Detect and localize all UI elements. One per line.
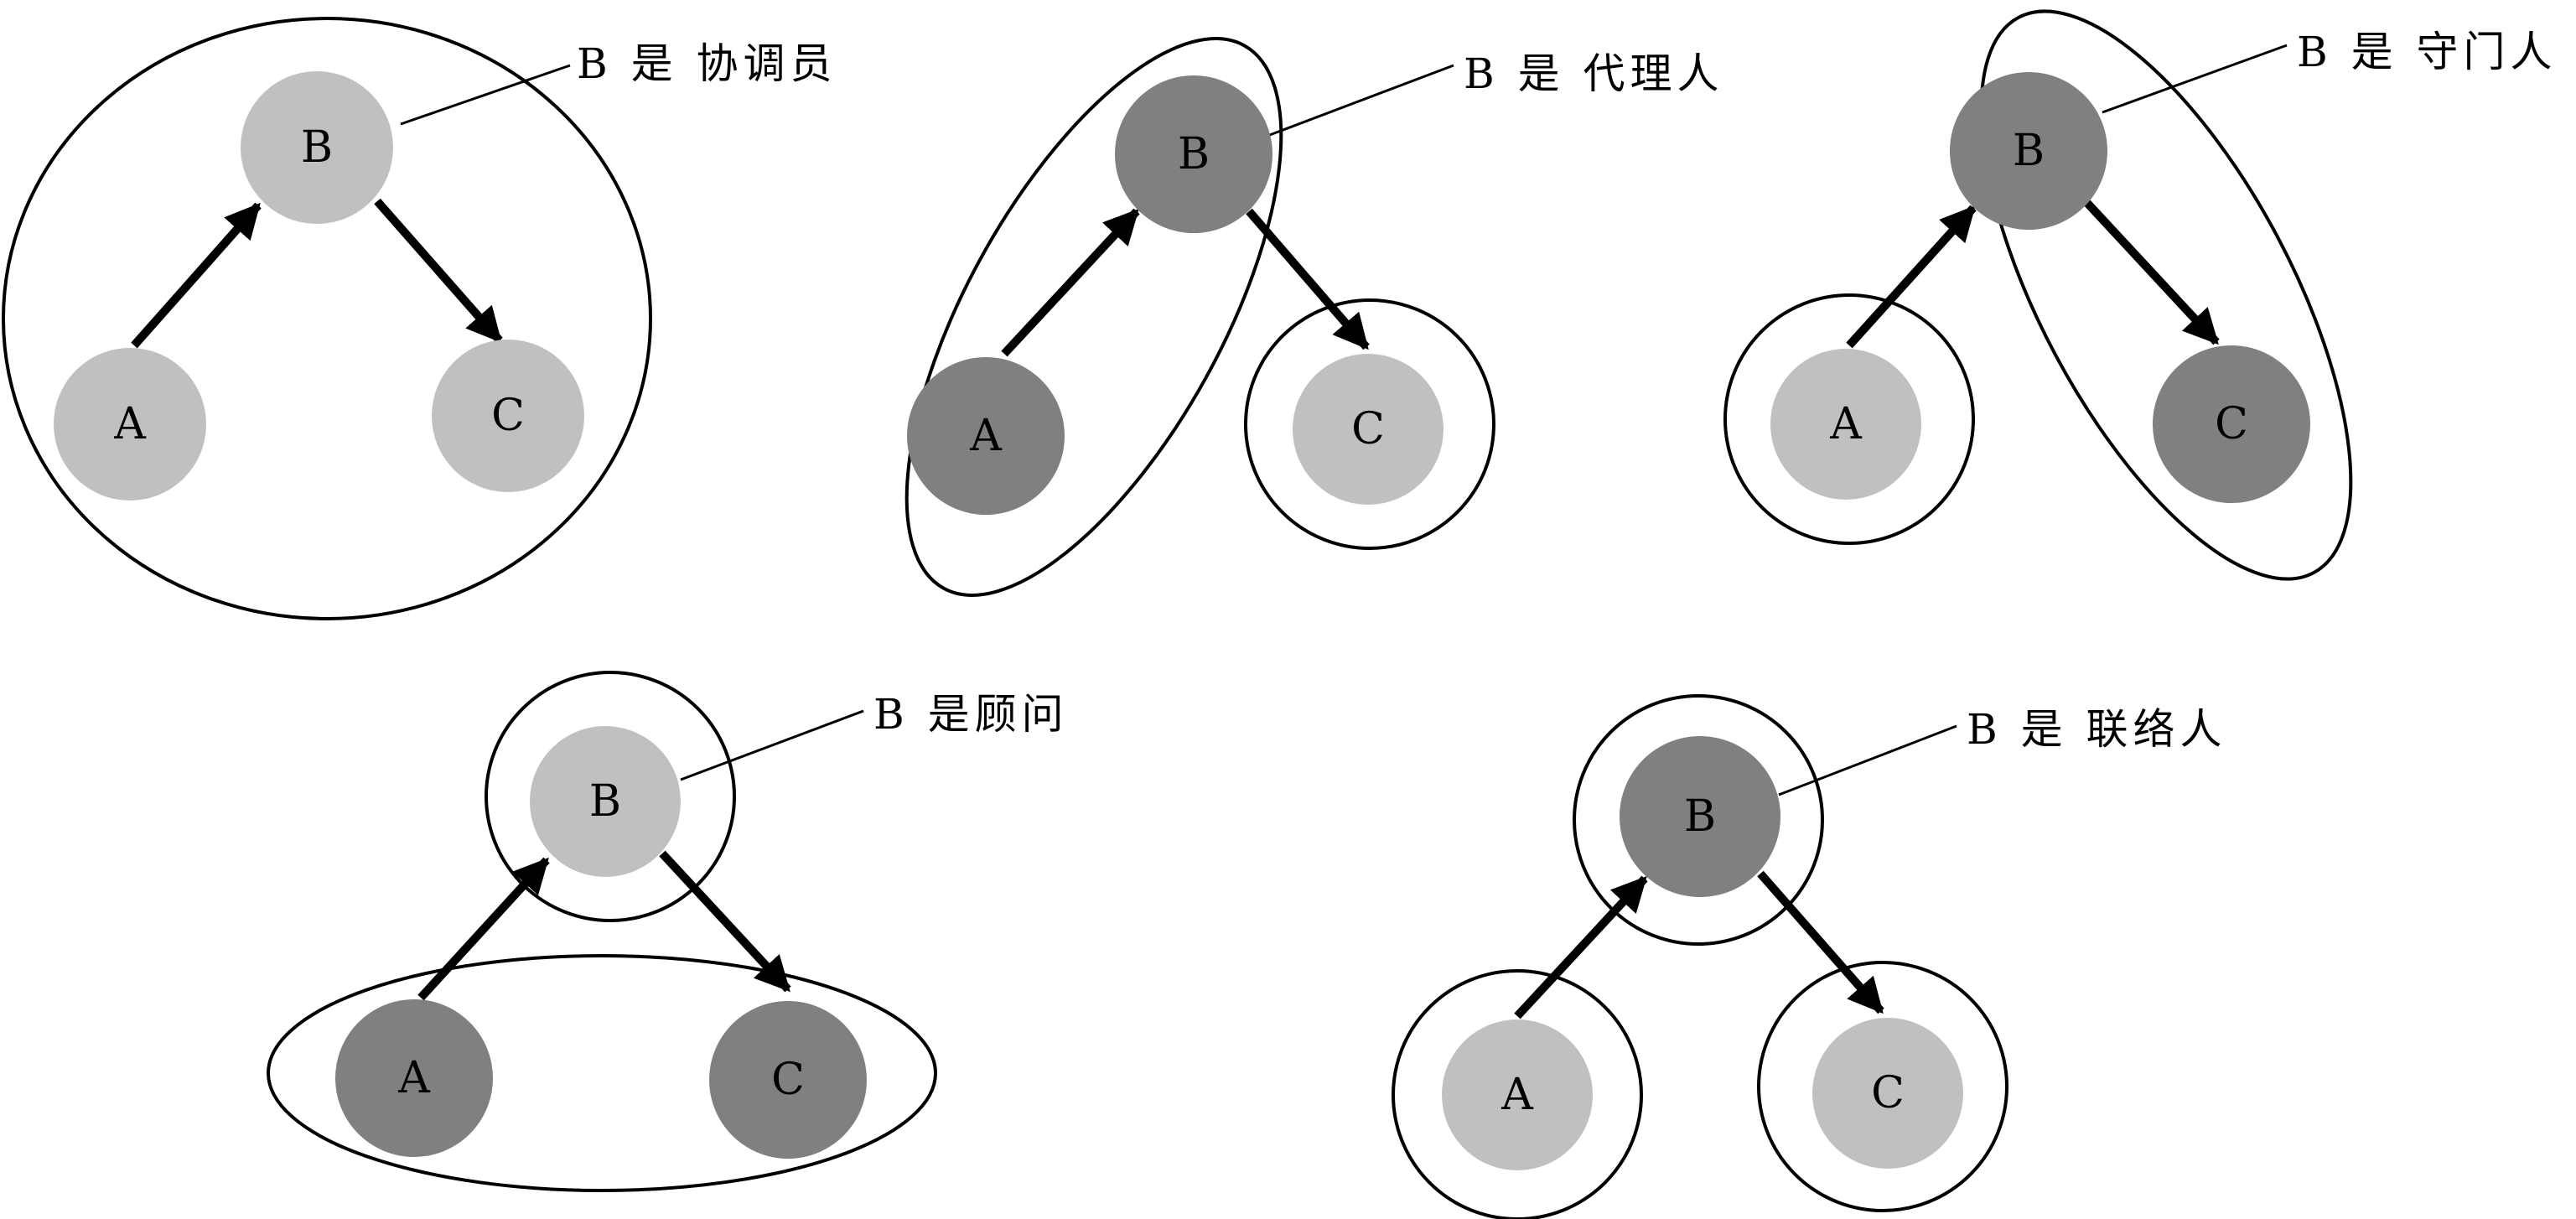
tie-b-to-c-arrow: [1246, 208, 1370, 350]
panel-gatekeeper: B A C B 是 守门人: [1723, 9, 2558, 581]
node-c-label: C: [2215, 399, 2248, 449]
node-a-label: A: [1501, 1070, 1534, 1120]
tie-a-to-b-arrow: [417, 857, 550, 1001]
group-boundary-b-c: [1979, 9, 2353, 581]
node-c: [1812, 1018, 1963, 1169]
group-boundary-a: [1392, 969, 1643, 1219]
node-a-label: A: [397, 1053, 431, 1103]
role-leader-line: [1778, 724, 1957, 796]
tie-a-to-b-arrow: [1001, 208, 1140, 357]
node-c: [2153, 345, 2310, 503]
group-boundary-a: [1723, 293, 1975, 545]
tie-b-to-c-arrow: [374, 198, 503, 344]
tie-a-to-b-arrow: [1514, 875, 1648, 1019]
panel-consultant: B A C B 是顾问: [267, 671, 1069, 1192]
node-a: [54, 348, 206, 501]
group-boundary: [2, 17, 652, 620]
node-a-label: A: [113, 399, 147, 449]
node-b: [241, 71, 393, 224]
node-c: [1293, 354, 1443, 505]
node-a-label: A: [1829, 399, 1863, 449]
group-boundary-b: [1573, 694, 1824, 946]
role-label: B 是顾问: [873, 690, 1069, 739]
panel-liaison: B A C B 是 联络人: [1392, 694, 2227, 1219]
panel-representative: B A C B 是 代理人: [904, 37, 1724, 597]
node-b-label: B: [589, 776, 621, 827]
group-boundary-a-b: [904, 37, 1283, 597]
group-boundary-c: [1757, 961, 2008, 1212]
node-b: [530, 726, 681, 877]
node-a: [1442, 1019, 1593, 1170]
group-boundary-b: [485, 671, 736, 922]
node-b: [1950, 72, 2107, 230]
node-b: [1115, 75, 1272, 233]
role-label: B 是 联络人: [1967, 705, 2227, 754]
node-c-label: C: [1871, 1068, 1905, 1118]
role-leader-line: [400, 64, 571, 126]
tie-a-to-b-arrow: [131, 202, 262, 349]
node-c-label: C: [771, 1055, 805, 1105]
role-label: B 是 守门人: [2297, 28, 2558, 76]
panel-coordinator: B A C B 是 协调员: [2, 17, 837, 620]
role-label: B 是 协调员: [577, 39, 837, 88]
tie-b-to-c-arrow: [1757, 870, 1884, 1014]
tie-b-to-c-arrow: [659, 850, 791, 993]
node-a: [907, 357, 1065, 515]
role-leader-line: [2102, 44, 2288, 114]
node-a: [1770, 349, 1921, 500]
node-b: [1620, 736, 1780, 897]
role-leader-line: [680, 709, 864, 781]
role-label: B 是 代理人: [1464, 49, 1724, 98]
role-leader-line: [1267, 64, 1454, 137]
node-c-label: C: [1351, 404, 1385, 454]
tie-b-to-c-arrow: [2082, 198, 2220, 345]
group-boundary-c: [1244, 298, 1495, 550]
node-b-label: B: [1684, 791, 1716, 842]
node-b-label: B: [2013, 126, 2045, 176]
node-a: [335, 999, 493, 1157]
tie-a-to-b-arrow: [1846, 205, 1977, 349]
node-c: [709, 1001, 867, 1159]
group-boundary-a-c: [267, 954, 937, 1192]
node-c: [432, 340, 584, 492]
node-c-label: C: [491, 391, 525, 441]
node-b-label: B: [301, 122, 333, 173]
node-a-label: A: [969, 411, 1003, 461]
node-b-label: B: [1178, 129, 1210, 179]
